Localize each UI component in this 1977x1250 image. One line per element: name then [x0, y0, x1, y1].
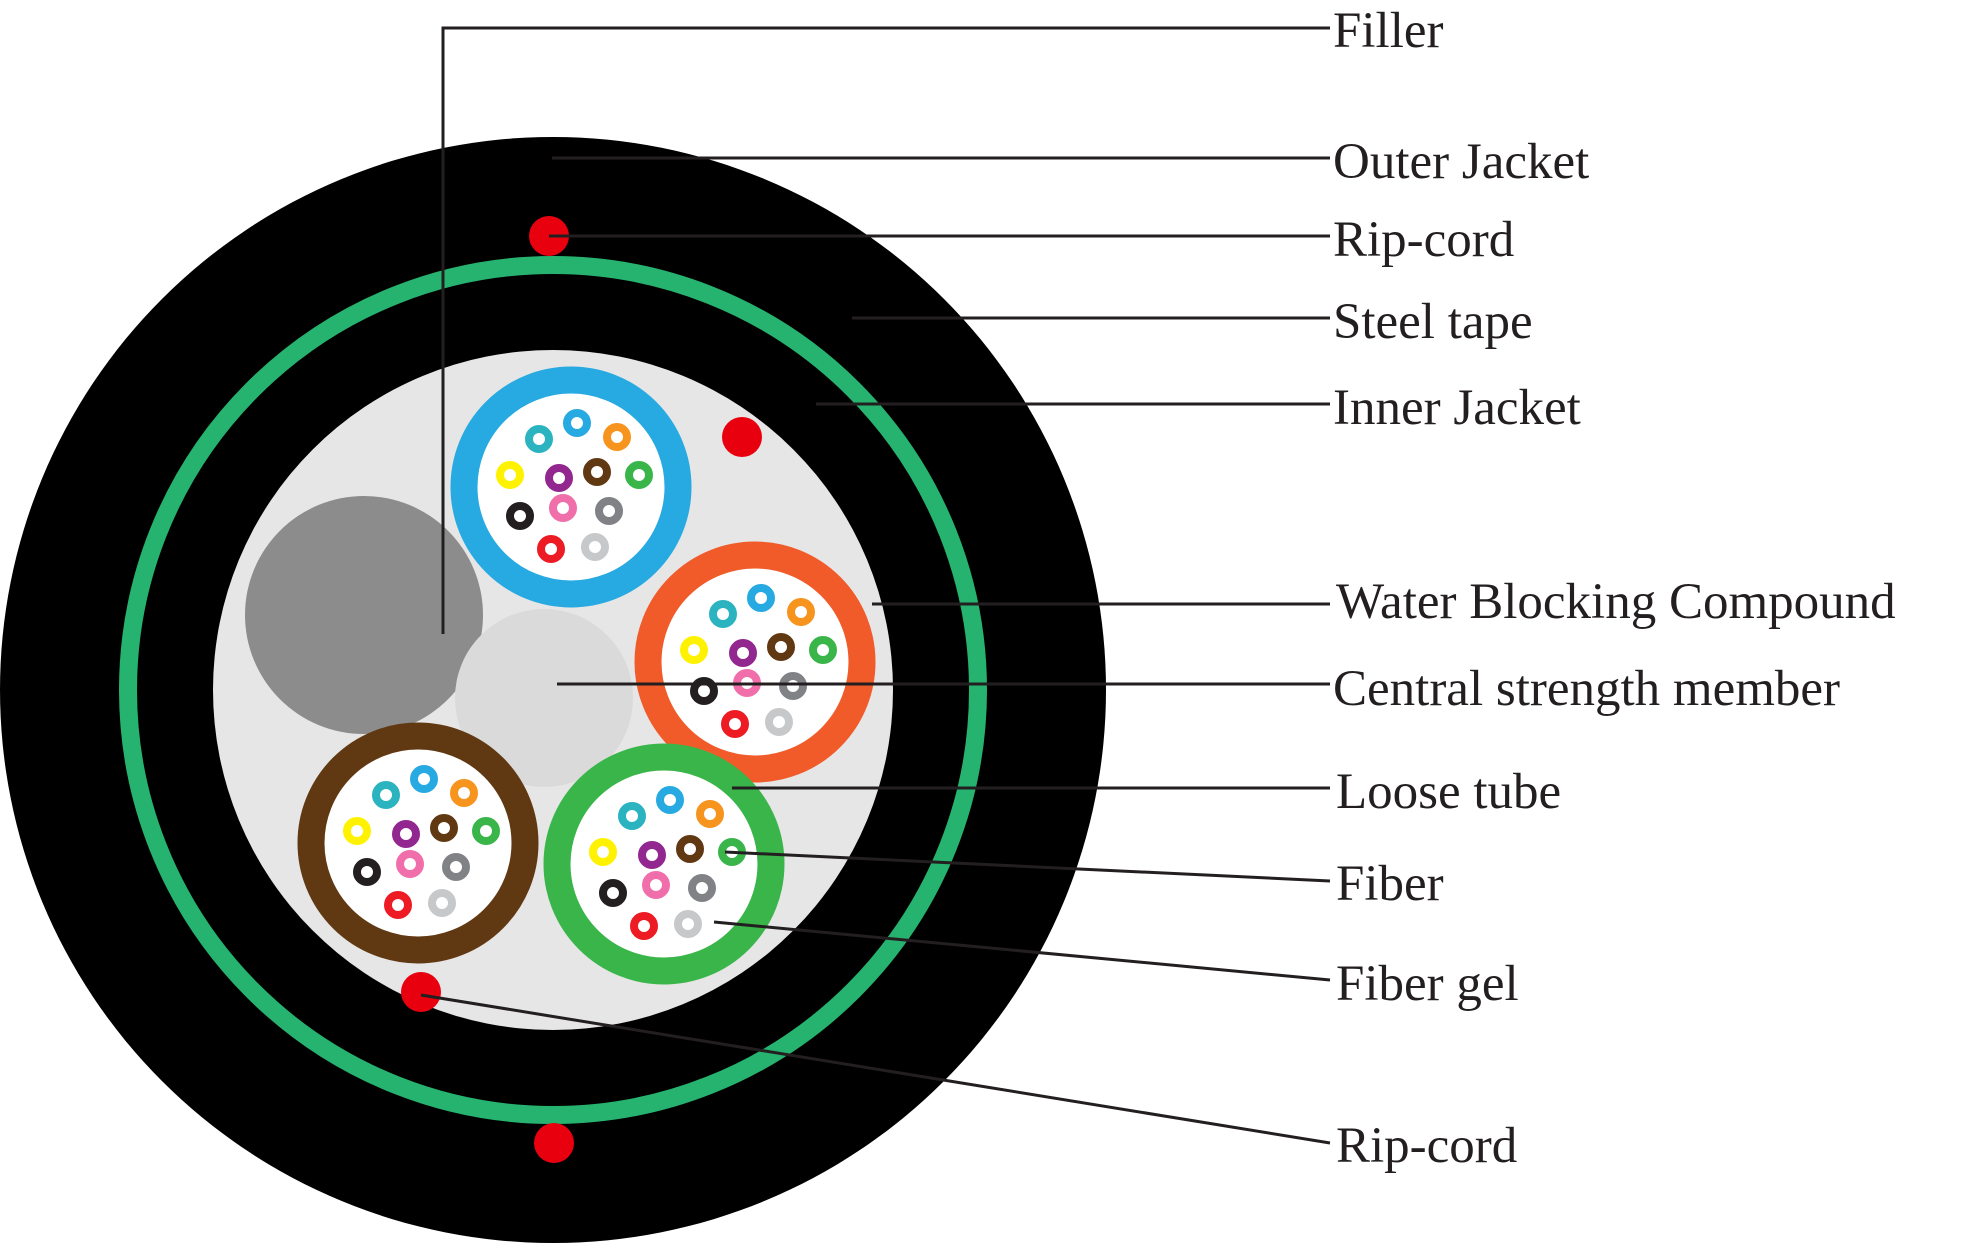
fiber-2-11	[721, 710, 749, 738]
rip-cord-bottom	[534, 1123, 574, 1163]
fiber-4-9	[642, 871, 670, 899]
fiber-4-4	[589, 838, 617, 866]
fiber-4-10	[688, 874, 716, 902]
fiber-4-3	[696, 800, 724, 828]
fiber-group	[343, 409, 837, 940]
fiber-4-6	[676, 835, 704, 863]
leader-filler	[441, 26, 1330, 634]
fiber-2-8	[690, 677, 718, 705]
leader-fiber-gel	[713, 920, 1331, 982]
fiber-1-11	[537, 535, 565, 563]
fiber-3-5	[392, 820, 420, 848]
label-rip-cord-top: Rip-cord	[1333, 212, 1514, 268]
fiber-3-3	[450, 779, 478, 807]
fiber-1-5	[545, 464, 573, 492]
fiber-4-1	[656, 786, 684, 814]
fiber-2-12	[765, 708, 793, 736]
label-steel-tape: Steel tape	[1333, 294, 1533, 350]
leader-rip-cord-bottom	[420, 993, 1331, 1145]
fiber-2-4	[680, 636, 708, 664]
fiber-1-9	[549, 494, 577, 522]
leader-lines	[420, 26, 1331, 1145]
label-loose-tube: Loose tube	[1336, 764, 1561, 820]
fiber-4-8	[599, 879, 627, 907]
label-fiber-gel: Fiber gel	[1336, 956, 1519, 1012]
fiber-3-11	[384, 891, 412, 919]
fiber-4-12	[674, 910, 702, 938]
fiber-3-1	[410, 765, 438, 793]
fiber-3-12	[428, 889, 456, 917]
fiber-3-8	[353, 858, 381, 886]
fiber-3-7	[472, 817, 500, 845]
fiber-3-4	[343, 817, 371, 845]
fiber-2-1	[747, 584, 775, 612]
fiber-2-6	[767, 633, 795, 661]
fiber-3-9	[396, 850, 424, 878]
fiber-1-1	[563, 409, 591, 437]
fiber-4-2	[618, 802, 646, 830]
label-fiber: Fiber	[1336, 856, 1444, 912]
label-water-blocking-compound: Water Blocking Compound	[1336, 574, 1896, 630]
label-outer-jacket: Outer Jacket	[1333, 134, 1589, 190]
fiber-2-5	[729, 639, 757, 667]
fiber-2-2	[709, 600, 737, 628]
label-inner-jacket: Inner Jacket	[1333, 380, 1581, 436]
fiber-1-7	[625, 461, 653, 489]
fiber-2-10	[779, 672, 807, 700]
fiber-1-8	[506, 502, 534, 530]
fiber-4-5	[638, 841, 666, 869]
fiber-4-11	[630, 912, 658, 940]
label-filler: Filler	[1333, 3, 1444, 59]
fiber-3-2	[372, 781, 400, 809]
fiber-1-3	[603, 423, 631, 451]
filler	[245, 496, 483, 734]
fiber-1-6	[583, 458, 611, 486]
steel-tape-ring	[119, 256, 987, 1124]
rip-cord-inner	[722, 417, 762, 457]
fiber-2-3	[787, 598, 815, 626]
label-rip-cord-bottom: Rip-cord	[1336, 1118, 1517, 1174]
fiber-1-10	[595, 497, 623, 525]
fiber-3-6	[430, 814, 458, 842]
fiber-2-7	[809, 636, 837, 664]
label-central-strength-member: Central strength member	[1333, 661, 1840, 717]
fiber-1-12	[581, 533, 609, 561]
central-strength-member	[455, 609, 633, 787]
fiber-3-10	[442, 853, 470, 881]
leader-fiber	[724, 850, 1331, 883]
fiber-1-4	[496, 461, 524, 489]
rip-cord-lower-inner	[401, 972, 441, 1012]
fiber-1-2	[525, 425, 553, 453]
